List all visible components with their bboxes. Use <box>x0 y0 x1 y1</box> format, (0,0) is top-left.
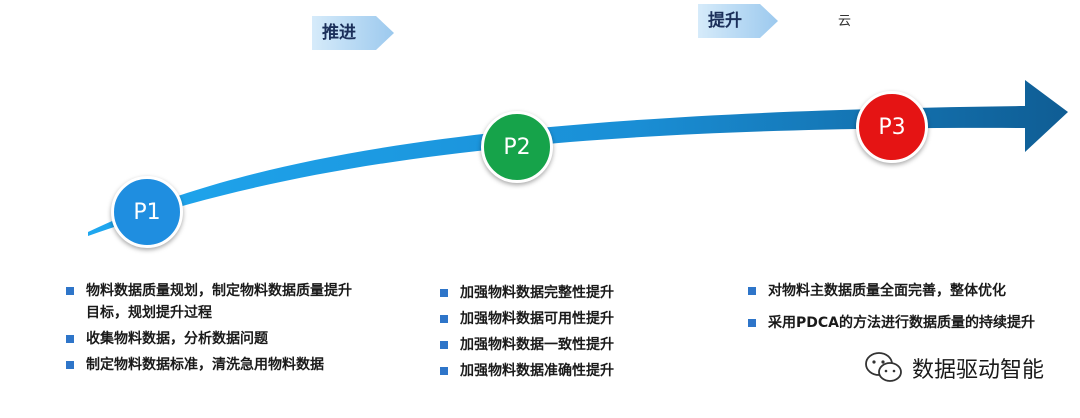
p2-bullet-list: 加强物料数据完整性提升 加强物料数据可用性提升 加强物料数据一致性提升 加强物料… <box>440 282 680 386</box>
bullet-text: 收集物料数据，分析数据问题 <box>86 331 268 347</box>
list-item: 加强物料数据可用性提升 <box>440 308 680 330</box>
list-item: 加强物料数据完整性提升 <box>440 282 680 304</box>
bullet-text: 加强物料数据准确性提升 <box>460 363 614 379</box>
square-bullet-icon <box>748 319 756 327</box>
chevron-arrow-icon <box>312 16 394 50</box>
chevron-arrow-icon <box>698 4 778 38</box>
list-item: 收集物料数据，分析数据问题 <box>66 328 356 350</box>
list-item: 制定物料数据标准，清洗急用物料数据 <box>66 354 356 376</box>
list-item: 加强物料数据一致性提升 <box>440 334 680 356</box>
bullet-text: 物料数据质量规划，制定物料数据质量提升目标，规划提升过程 <box>86 283 352 321</box>
p1-bullet-list: 物料数据质量规划，制定物料数据质量提升目标，规划提升过程 收集物料数据，分析数据… <box>66 280 356 380</box>
stage-node-p3: P3 <box>856 91 928 163</box>
square-bullet-icon <box>66 361 74 369</box>
stage-label-p1: P1 <box>133 199 161 225</box>
square-bullet-icon <box>440 289 448 297</box>
stage-label-p2: P2 <box>503 134 531 160</box>
bullet-text: 加强物料数据一致性提升 <box>460 337 614 353</box>
push-tag: 推进 <box>312 16 396 50</box>
square-bullet-icon <box>440 367 448 375</box>
bullet-text: 加强物料数据可用性提升 <box>460 311 614 327</box>
list-item: 采用PDCA的方法进行数据质量的持续提升 <box>748 312 1058 334</box>
stage-node-p1: P1 <box>111 176 183 248</box>
list-item: 对物料主数据质量全面完善，整体优化 <box>748 280 1058 302</box>
list-item: 加强物料数据准确性提升 <box>440 360 680 382</box>
bullet-text: 制定物料数据标准，清洗急用物料数据 <box>86 357 324 373</box>
square-bullet-icon <box>66 335 74 343</box>
push-label: 推进 <box>322 23 356 43</box>
square-bullet-icon <box>748 287 756 295</box>
p3-bullet-list: 对物料主数据质量全面完善，整体优化 采用PDCA的方法进行数据质量的持续提升 <box>748 280 1058 338</box>
list-item: 物料数据质量规划，制定物料数据质量提升目标，规划提升过程 <box>66 280 356 324</box>
arrow-body <box>88 80 1068 236</box>
square-bullet-icon <box>440 315 448 323</box>
watermark-text: 数据驱动智能 <box>911 358 1044 383</box>
square-bullet-icon <box>440 341 448 349</box>
bullet-text: 加强物料数据完整性提升 <box>460 285 614 301</box>
lift-tag: 提升 <box>698 4 780 38</box>
bullet-text: 采用PDCA的方法进行数据质量的持续提升 <box>768 315 1035 331</box>
lift-label: 提升 <box>708 11 742 31</box>
stage-node-p2: P2 <box>481 111 553 183</box>
stage-label-p3: P3 <box>878 114 906 140</box>
wechat-icon <box>865 352 902 382</box>
corner-mark: 云 <box>838 14 852 29</box>
wechat-watermark: 数据驱动智能 <box>864 348 1044 388</box>
bullet-text: 对物料主数据质量全面完善，整体优化 <box>768 283 1006 299</box>
square-bullet-icon <box>66 287 74 295</box>
